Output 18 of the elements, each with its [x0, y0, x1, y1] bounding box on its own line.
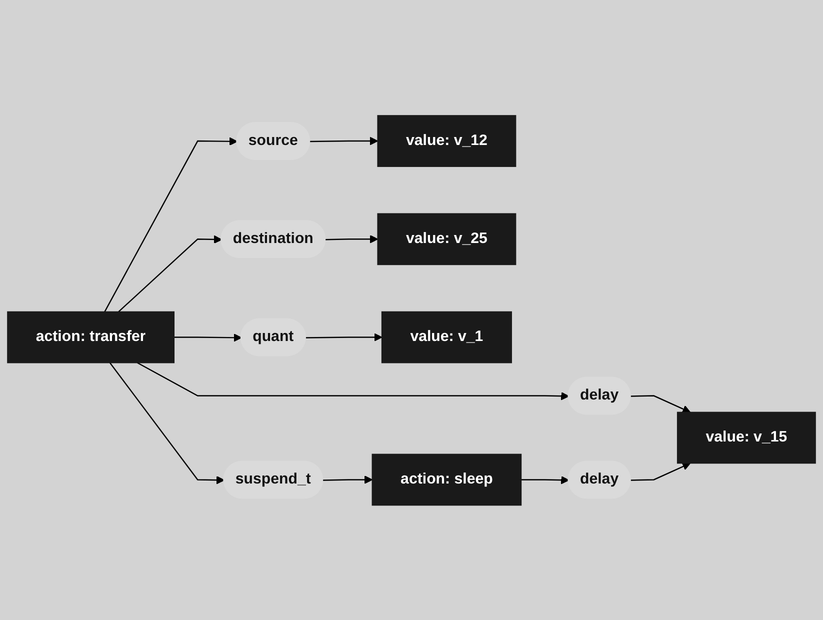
- node-box: value: v_15: [676, 411, 816, 464]
- node-box: action: sleep: [372, 453, 522, 506]
- arrow: [137, 362, 570, 400]
- arrow: [630, 394, 691, 413]
- arrow: [326, 234, 378, 243]
- arrow: [109, 362, 225, 484]
- arrow: [174, 333, 242, 342]
- node-box: value: v_25: [377, 212, 516, 265]
- arrow: [630, 462, 691, 480]
- arrow: [306, 332, 382, 342]
- arrow: [118, 234, 222, 312]
- node-box: value: v_12: [377, 114, 516, 167]
- arrow: [104, 136, 238, 312]
- arrow: [323, 475, 373, 484]
- arrow: [521, 476, 570, 484]
- arrow: [310, 136, 378, 145]
- node-box: action: transfer: [7, 310, 175, 363]
- node-box: value: v_1: [381, 310, 512, 363]
